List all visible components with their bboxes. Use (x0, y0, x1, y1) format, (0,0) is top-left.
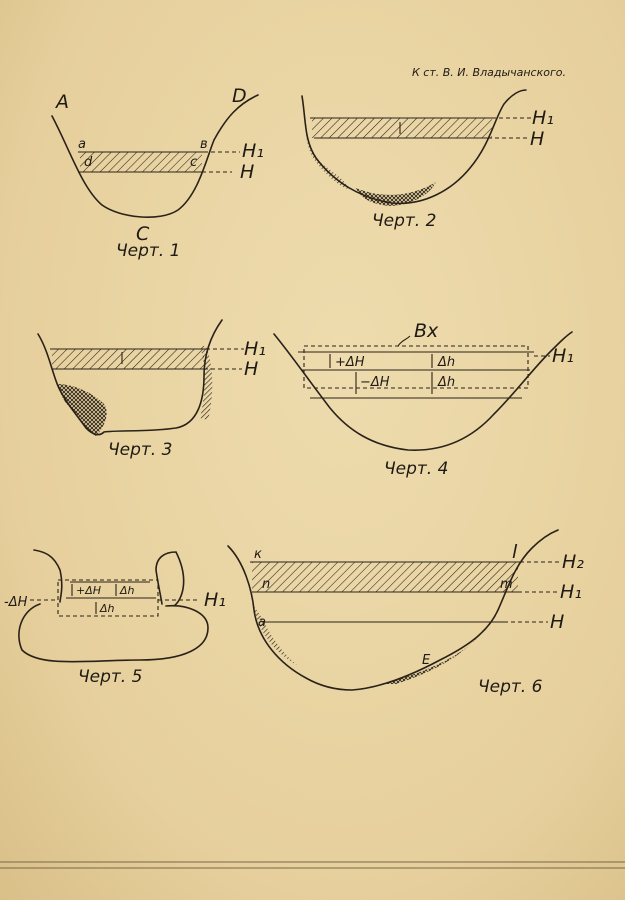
label-C: C (136, 223, 150, 245)
figure-6: к l n m a E H₂ H₁ H Черт. 6 (227, 529, 584, 697)
label-b: в (200, 137, 208, 152)
label-A: A (54, 91, 69, 113)
level-H1: H₁ (242, 140, 264, 162)
label-m: m (500, 577, 513, 592)
figure-caption: Черт. 6 (478, 677, 543, 697)
level-H: H (240, 161, 254, 183)
flow-band (312, 118, 492, 138)
deposit-zone (58, 384, 107, 436)
label-n: n (262, 577, 270, 592)
figure-caption: Черт. 4 (384, 459, 448, 479)
width-box (57, 579, 159, 617)
channel-profile (301, 89, 527, 205)
label-a: a (258, 615, 266, 630)
label-plus-dH: +ΔH (335, 355, 365, 370)
level-H1: H₁ (532, 107, 554, 129)
level-H1: H₁ (244, 338, 266, 360)
level-H: H (530, 128, 544, 150)
figure-4: Bx +ΔH −ΔH Δh Δh H₁ Черт. 4 (273, 320, 574, 479)
channel-profile (273, 331, 573, 451)
level-H: H (244, 358, 258, 380)
channel-profile (227, 529, 559, 691)
label-dh-2: Δh (99, 602, 115, 615)
label-minus-dH: -ΔH (4, 595, 28, 610)
label-E: E (422, 653, 431, 668)
level-H: H (550, 611, 564, 633)
level-H1: H₁ (552, 345, 574, 367)
flow-band (252, 562, 518, 592)
figure-caption: Черт. 3 (108, 440, 172, 460)
flow-band (80, 152, 202, 172)
level-H1: H₁ (560, 581, 582, 603)
label-plus-dH: +ΔH (76, 584, 101, 597)
figure-1: A D a в d c C H₁ H Черт. 1 (51, 85, 264, 261)
figure-caption: Черт. 5 (78, 667, 142, 687)
deposit-zone (380, 628, 484, 684)
label-l: l (512, 541, 518, 563)
label-a: a (78, 137, 86, 152)
channel-profile (37, 319, 223, 436)
figure-2: H₁ H Черт. 2 (301, 89, 554, 231)
width-box (303, 345, 529, 389)
figure-5: -ΔH +ΔH Δh Δh H₁ Черт. 5 (4, 549, 226, 687)
erosion-zone (200, 346, 213, 420)
figure-caption: Черт. 2 (372, 211, 436, 231)
label-dh-1: Δh (437, 355, 455, 370)
label-k: к (254, 547, 262, 562)
figure-3: H₁ H Черт. 3 (37, 319, 266, 460)
attribution-text: К ст. В. И. Владычанского. (412, 66, 566, 79)
label-c: c (190, 155, 197, 170)
level-H1: H₁ (204, 589, 226, 611)
level-H2: H₂ (562, 551, 584, 573)
label-Bx: Bx (414, 320, 439, 342)
deposit-zone (356, 182, 436, 206)
label-dh-2: Δh (437, 375, 455, 390)
label-D: D (232, 85, 247, 107)
label-d: d (84, 155, 93, 170)
flow-band (52, 349, 204, 369)
label-minus-dH: −ΔH (360, 375, 390, 390)
label-dh-1: Δh (119, 584, 135, 597)
channel-profile (51, 94, 259, 218)
figure-caption: Черт. 1 (116, 241, 180, 261)
channel-profile (18, 549, 209, 663)
